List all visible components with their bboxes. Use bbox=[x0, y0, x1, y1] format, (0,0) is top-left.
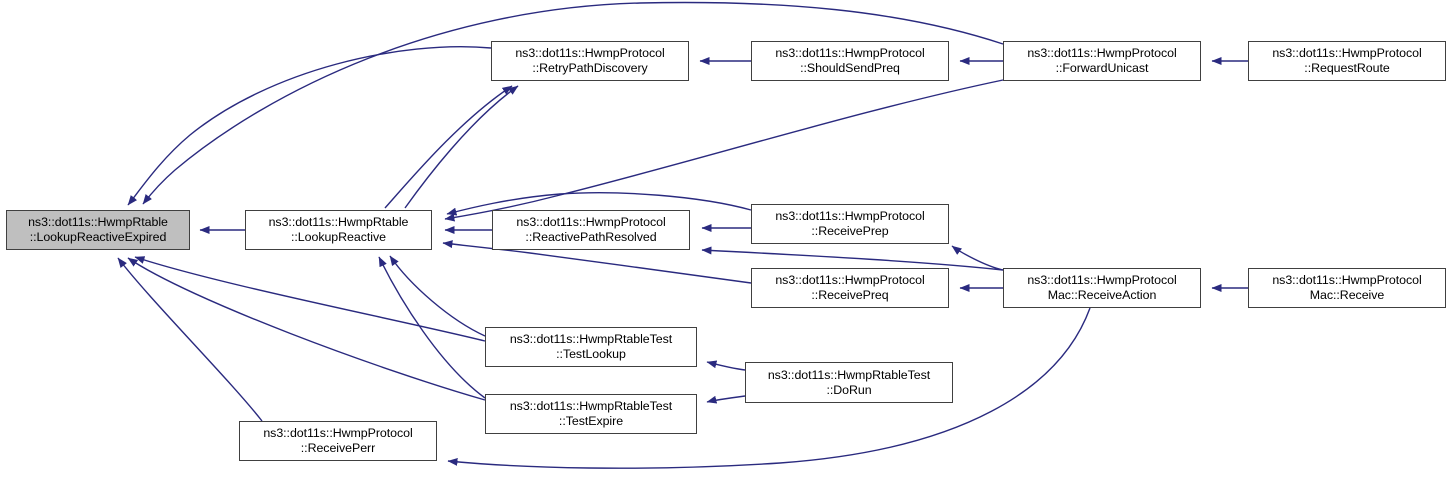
edge-macreceiveaction-to-reactivepathresolved bbox=[701, 246, 1004, 271]
node-label-line1: ns3::dot11s::HwmpRtableTest bbox=[509, 332, 673, 346]
node-should-send-preq[interactable]: ns3::dot11s::HwmpProtocol ::ShouldSendPr… bbox=[751, 41, 949, 81]
node-test-lookup[interactable]: ns3::dot11s::HwmpRtableTest ::TestLookup bbox=[485, 327, 697, 367]
edge-testlookup-to-lookupreactive bbox=[389, 255, 486, 337]
node-label-line2: Mac::Receive bbox=[1309, 288, 1385, 302]
node-label-line2: Mac::ReceiveAction bbox=[1047, 288, 1157, 302]
edge-testexpire-to-lookupreactive bbox=[378, 256, 486, 399]
node-label-line2: ::LookupReactive bbox=[291, 230, 386, 244]
node-label-line1: ns3::dot11s::HwmpProtocol bbox=[1027, 46, 1177, 60]
edge-macreceiveaction-to-receiveprep bbox=[951, 245, 1004, 271]
node-receive-perr[interactable]: ns3::dot11s::HwmpProtocol ::ReceivePerr bbox=[239, 421, 437, 461]
edge-dorun-to-testlookup bbox=[706, 360, 746, 371]
node-label-line2: ::RequestRoute bbox=[1304, 61, 1390, 75]
edge-forwardunicast-to-lookupreactive bbox=[444, 79, 1004, 222]
edge-receiveperr-to-lookupreactiveexpired bbox=[117, 257, 263, 422]
node-request-route[interactable]: ns3::dot11s::HwmpProtocol ::RequestRoute bbox=[1248, 41, 1446, 81]
node-label-line1: ns3::dot11s::HwmpRtable bbox=[28, 215, 168, 229]
node-label-line1: ns3::dot11s::HwmpProtocol bbox=[775, 273, 925, 287]
node-label-line1: ns3::dot11s::HwmpRtableTest bbox=[767, 367, 931, 382]
node-label-line1: ns3::dot11s::HwmpRtableTest bbox=[509, 399, 673, 413]
node-label-line2: ::ReactivePathResolved bbox=[525, 230, 657, 244]
node-reactive-path-resolved[interactable]: ns3::dot11s::HwmpProtocol ::ReactivePath… bbox=[492, 210, 690, 250]
node-label-line1: ns3::dot11s::HwmpProtocol bbox=[515, 46, 665, 60]
node-label-line1: ns3::dot11s::HwmpProtocol bbox=[775, 46, 925, 60]
node-retry-path-discovery[interactable]: ns3::dot11s::HwmpProtocol ::RetryPathDis… bbox=[491, 41, 689, 81]
node-label-line2: ::ReceivePerr bbox=[300, 441, 376, 455]
edge-dorun-to-testexpire bbox=[706, 395, 746, 404]
node-label-line1: ns3::dot11s::HwmpProtocol bbox=[263, 426, 413, 440]
node-label-line2: ::ForwardUnicast bbox=[1055, 61, 1149, 75]
node-label-line2: ::DoRun bbox=[826, 382, 872, 397]
node-label-line1: ns3::dot11s::HwmpProtocol bbox=[516, 215, 666, 229]
edge-lookupreactive-to-retrypathdiscovery-b bbox=[404, 85, 519, 209]
node-label-line1: ns3::dot11s::HwmpRtable bbox=[268, 215, 409, 229]
node-lookup-reactive[interactable]: ns3::dot11s::HwmpRtable ::LookupReactive bbox=[245, 210, 432, 250]
edge-retrypathdiscovery-to-lookupreactiveexpired bbox=[127, 46, 492, 206]
node-label-line1: ns3::dot11s::HwmpProtocol bbox=[1027, 273, 1177, 287]
node-label-line1: ns3::dot11s::HwmpProtocol bbox=[775, 209, 925, 223]
edge-forwardunicast-to-lookupreactiveexpired bbox=[142, 1, 1004, 205]
edge-testexpire-to-lookupreactiveexpired bbox=[127, 257, 486, 401]
node-receive-preq[interactable]: ns3::dot11s::HwmpProtocol ::ReceivePreq bbox=[751, 268, 949, 308]
edge-testlookup-to-lookupreactiveexpired bbox=[134, 256, 486, 342]
node-lookup-reactive-expired[interactable]: ns3::dot11s::HwmpRtable ::LookupReactive… bbox=[6, 210, 190, 250]
node-receive-prep[interactable]: ns3::dot11s::HwmpProtocol ::ReceivePrep bbox=[751, 204, 949, 244]
node-label-line2: ::TestExpire bbox=[558, 414, 624, 428]
node-label-line2: ::LookupReactiveExpired bbox=[29, 230, 167, 244]
node-label-line2: ::ReceivePreq bbox=[811, 288, 889, 302]
node-mac-receive-action[interactable]: ns3::dot11s::HwmpProtocol Mac::ReceiveAc… bbox=[1003, 268, 1201, 308]
node-label-line2: ::ReceivePrep bbox=[811, 224, 889, 238]
node-label-line1: ns3::dot11s::HwmpProtocol bbox=[1272, 46, 1422, 60]
edge-lookupreactive-to-retrypathdiscovery-a bbox=[384, 85, 513, 209]
node-mac-receive[interactable]: ns3::dot11s::HwmpProtocol Mac::Receive bbox=[1248, 268, 1446, 308]
node-label-line2: ::ShouldSendPreq bbox=[800, 61, 900, 75]
node-forward-unicast[interactable]: ns3::dot11s::HwmpProtocol ::ForwardUnica… bbox=[1003, 41, 1201, 81]
node-label-line1: ns3::dot11s::HwmpProtocol bbox=[1272, 273, 1422, 287]
node-do-run[interactable]: ns3::dot11s::HwmpRtableTest ::DoRun bbox=[745, 362, 953, 403]
node-label-line2: ::RetryPathDiscovery bbox=[532, 61, 648, 75]
node-label-line2: ::TestLookup bbox=[556, 347, 626, 361]
node-test-expire[interactable]: ns3::dot11s::HwmpRtableTest ::TestExpire bbox=[485, 394, 697, 434]
